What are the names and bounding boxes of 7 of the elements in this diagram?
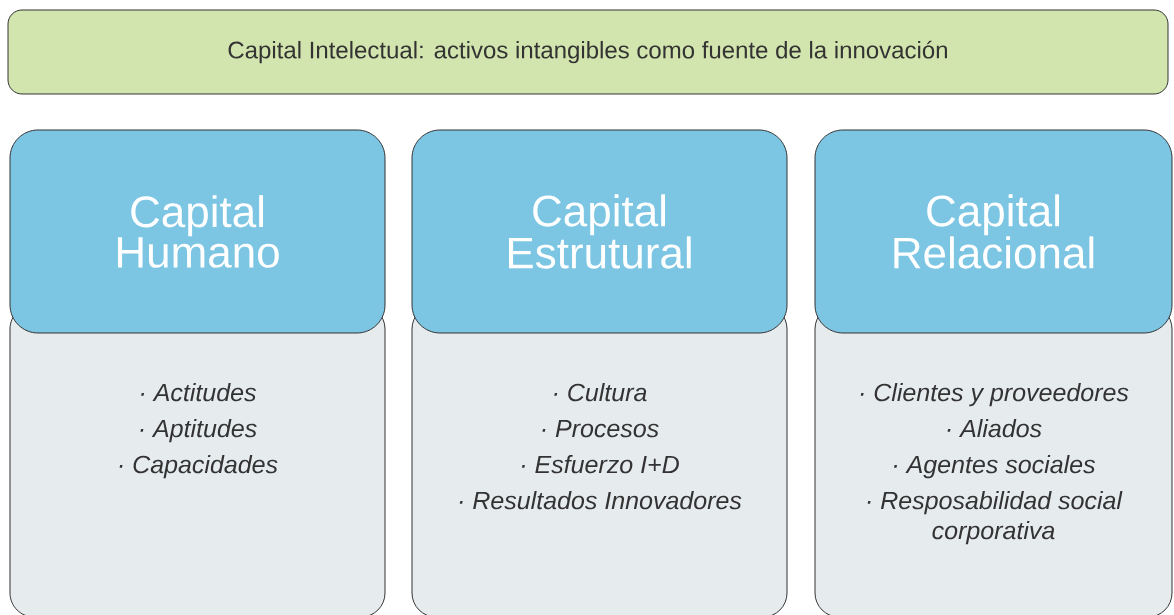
header-box: Capital Estrutural xyxy=(411,129,788,334)
list-box: · Cultura · Procesos · Esfuerzo I+D · Resultados Innovadores xyxy=(411,304,788,615)
list-box: · Actitudes · Aptitudes · Capacidades xyxy=(9,304,386,615)
header-box: Capital Humano xyxy=(9,129,386,334)
title-band: Capital Intelectual: activos intangibles como fuente de la innovación xyxy=(7,9,1169,95)
header-box: Capital Relacional xyxy=(814,129,1173,334)
list-box: · Clientes y proveedores · Aliados · Agentes sociales · Resposabilidad social corporativa xyxy=(814,304,1173,615)
